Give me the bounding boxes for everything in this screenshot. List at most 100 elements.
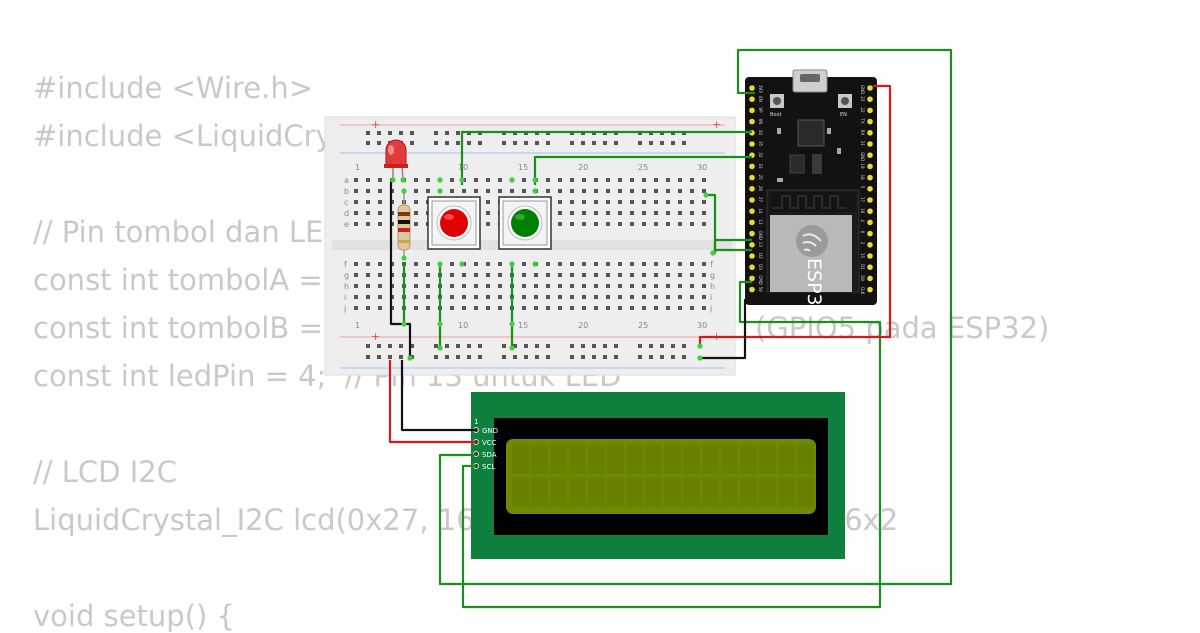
push-button-red[interactable] (427, 196, 481, 250)
breadboard-hole (522, 295, 526, 299)
rail-hole (513, 344, 517, 348)
wire-gpio-led-return[interactable] (706, 193, 752, 252)
breadboard-hole (498, 189, 502, 193)
esp32-pin-label-left: VP (758, 107, 763, 113)
breadboard-hole (366, 222, 370, 226)
esp32-pin-label-right: CLK (860, 287, 865, 295)
lcd-pin-label-scl: SCL (482, 463, 495, 471)
breadboard-hole (678, 273, 682, 277)
rail-hole (366, 344, 370, 348)
antenna-trace (772, 195, 846, 209)
wire-esp-5v-to-rail[interactable] (698, 84, 892, 346)
resistor[interactable] (397, 190, 411, 260)
lcd-character-cell (664, 444, 681, 474)
rail-hole (513, 355, 517, 359)
rail-hole (581, 355, 585, 359)
wire-sda-esp-to-lcd[interactable] (438, 48, 953, 586)
breadboard-hole (702, 189, 706, 193)
esp32-pin-label-right: GND (860, 85, 865, 94)
rail-hole (388, 355, 392, 359)
breadboard-hole (426, 295, 430, 299)
lcd-pin-label-vcc: VCC (482, 439, 497, 447)
connection-dot (509, 321, 515, 327)
lcd-character-cell (759, 444, 776, 474)
button-green-cap[interactable] (511, 209, 539, 237)
breadboard-hole (546, 273, 550, 277)
push-button-green[interactable] (498, 196, 552, 250)
breadboard-hole (462, 295, 466, 299)
breadboard-hole (354, 284, 358, 288)
esp32-pin-label-left: EN (758, 96, 763, 102)
breadboard-hole (702, 262, 706, 266)
breadboard-hole (594, 306, 598, 310)
en-label: EN (840, 112, 847, 118)
breadboard-hole (462, 306, 466, 310)
breadboard-hole (594, 189, 598, 193)
connection-dot (697, 343, 703, 349)
esp32-pin-label-left: 14 (758, 208, 763, 214)
wire-scl-esp-to-lcd[interactable] (461, 280, 882, 609)
usb-uart-chip (797, 119, 825, 147)
esp32-pin-label-right: 17 (860, 197, 865, 203)
rail-hole (478, 355, 482, 359)
lcd-module[interactable]: 1 GND VCC SDA SCL (471, 392, 845, 559)
esp32-pin-left (749, 275, 755, 282)
esp32-pin-right (867, 275, 873, 282)
breadboard-hole (594, 222, 598, 226)
breadboard-hole (618, 284, 622, 288)
wire-gpio-to-button-green[interactable] (533, 155, 752, 185)
button-red-cap[interactable] (440, 209, 468, 237)
breadboard-hole (414, 178, 418, 182)
breadboard-hole (594, 200, 598, 204)
breadboard-hole (618, 222, 622, 226)
breadboard-hole (558, 284, 562, 288)
breadboard-hole (606, 273, 610, 277)
lcd-pin-one-label: 1 (474, 418, 478, 426)
wire-gpio-to-button-red[interactable] (460, 130, 752, 185)
breadboard-hole (558, 200, 562, 204)
breadboard-hole (618, 178, 622, 182)
rail-hole (399, 355, 403, 359)
wire-esp-gnd-to-rail[interactable] (700, 298, 752, 360)
breadboard-hole (582, 306, 586, 310)
rail-hole (467, 355, 471, 359)
wire-lcd-gnd[interactable] (400, 360, 476, 432)
wire-lcd-vcc[interactable] (388, 360, 476, 444)
breadboard-hole (558, 178, 562, 182)
col-number-1-bottom: 1 (355, 321, 360, 330)
breadboard-hole (450, 178, 454, 182)
breadboard-hole (666, 200, 670, 204)
breadboard-hole (570, 273, 574, 277)
boot-label: Boot (770, 112, 782, 118)
breadboard-hole (354, 211, 358, 215)
breadboard-hole (702, 273, 706, 277)
rail-hole (649, 344, 653, 348)
breadboard-hole (582, 211, 586, 215)
esp32-pin-label-right: 22 (860, 107, 865, 113)
esp32-pin-left (749, 197, 755, 203)
breadboard-hole (450, 306, 454, 310)
rail-hole (524, 344, 528, 348)
smd-resistor-2 (827, 128, 831, 134)
breadboard-hole (678, 262, 682, 266)
connection-dot (437, 261, 443, 267)
rail-hole (410, 131, 414, 135)
wire-led-cathode-gnd[interactable] (389, 182, 412, 358)
breadboard-hole (558, 306, 562, 310)
breadboard-hole (534, 284, 538, 288)
breadboard-hole (618, 262, 622, 266)
lcd-character-cell (607, 477, 624, 507)
breadboard-hole (642, 273, 646, 277)
breadboard-hole (366, 211, 370, 215)
connection-dot (532, 188, 538, 194)
rail-hole (535, 141, 539, 145)
breadboard-hole (486, 295, 490, 299)
connection-dot (401, 255, 407, 261)
esp32-pin-label-right: 0 (860, 231, 865, 234)
esp32-pin-label-right: 15 (860, 253, 865, 259)
col-number-25: 25 (638, 163, 648, 172)
breadboard-hole (450, 262, 454, 266)
breadboard-hole (474, 273, 478, 277)
